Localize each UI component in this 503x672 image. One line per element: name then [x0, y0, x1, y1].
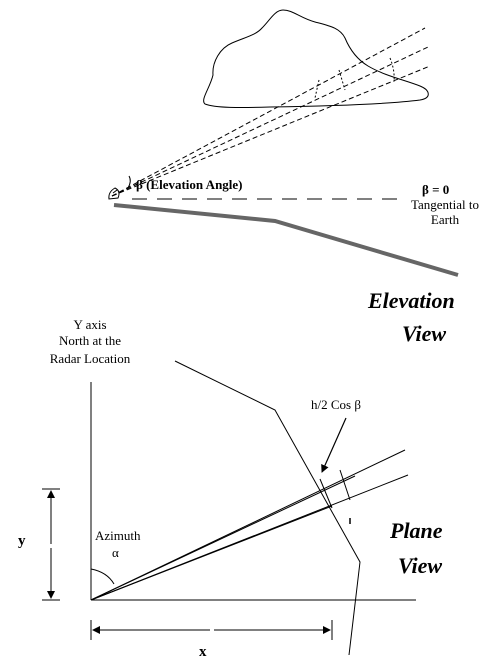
elevation-view-title-line1: Elevation	[368, 288, 455, 313]
tangential-label-line1: Tangential to	[410, 197, 480, 212]
cloud-outline	[203, 9, 429, 109]
beam-width-label: h/2 Cos β	[311, 397, 361, 412]
elevation-angle-label: β (Elevation Angle)	[136, 177, 243, 192]
alpha-label: α	[112, 545, 119, 560]
azimuth-angle-arc	[90, 568, 115, 585]
beam-center-line	[111, 46, 429, 197]
beta-zero-label: β = 0	[422, 182, 450, 197]
y-dimension-label: y	[18, 533, 26, 549]
y-axis-label-line1: Y axis	[73, 317, 107, 332]
plane-view-title-line1: Plane	[390, 518, 443, 543]
beam-width-marker-1	[314, 79, 320, 99]
plane-view	[42, 360, 416, 656]
plane-view-title-line2: View	[398, 553, 443, 578]
y-axis-label-line2: North at the	[58, 333, 122, 348]
earth-surface-line	[113, 203, 459, 277]
x-dimension-label: x	[199, 644, 207, 660]
elevation-view	[108, 9, 459, 277]
beam-width-marker-2	[338, 69, 346, 91]
pulse-volume-near-edge	[319, 478, 333, 509]
beam-line-center	[90, 475, 356, 601]
beam-upper-line	[111, 27, 426, 197]
beam-line-inner	[90, 505, 333, 601]
storm-outline	[174, 360, 361, 656]
elevation-view-title-line2: View	[402, 321, 447, 346]
radar-antenna-icon	[108, 187, 120, 200]
elevation-angle-arc	[127, 175, 131, 189]
beam-width-arrow	[321, 417, 347, 473]
tangential-label-line2: Earth	[430, 212, 460, 227]
azimuth-label: Azimuth	[95, 528, 141, 543]
pulse-volume-far-edge	[339, 469, 351, 501]
beam-lower-line	[111, 65, 431, 197]
beam-width-arc	[389, 57, 395, 83]
y-axis-label-line3: Radar Location	[49, 351, 131, 366]
